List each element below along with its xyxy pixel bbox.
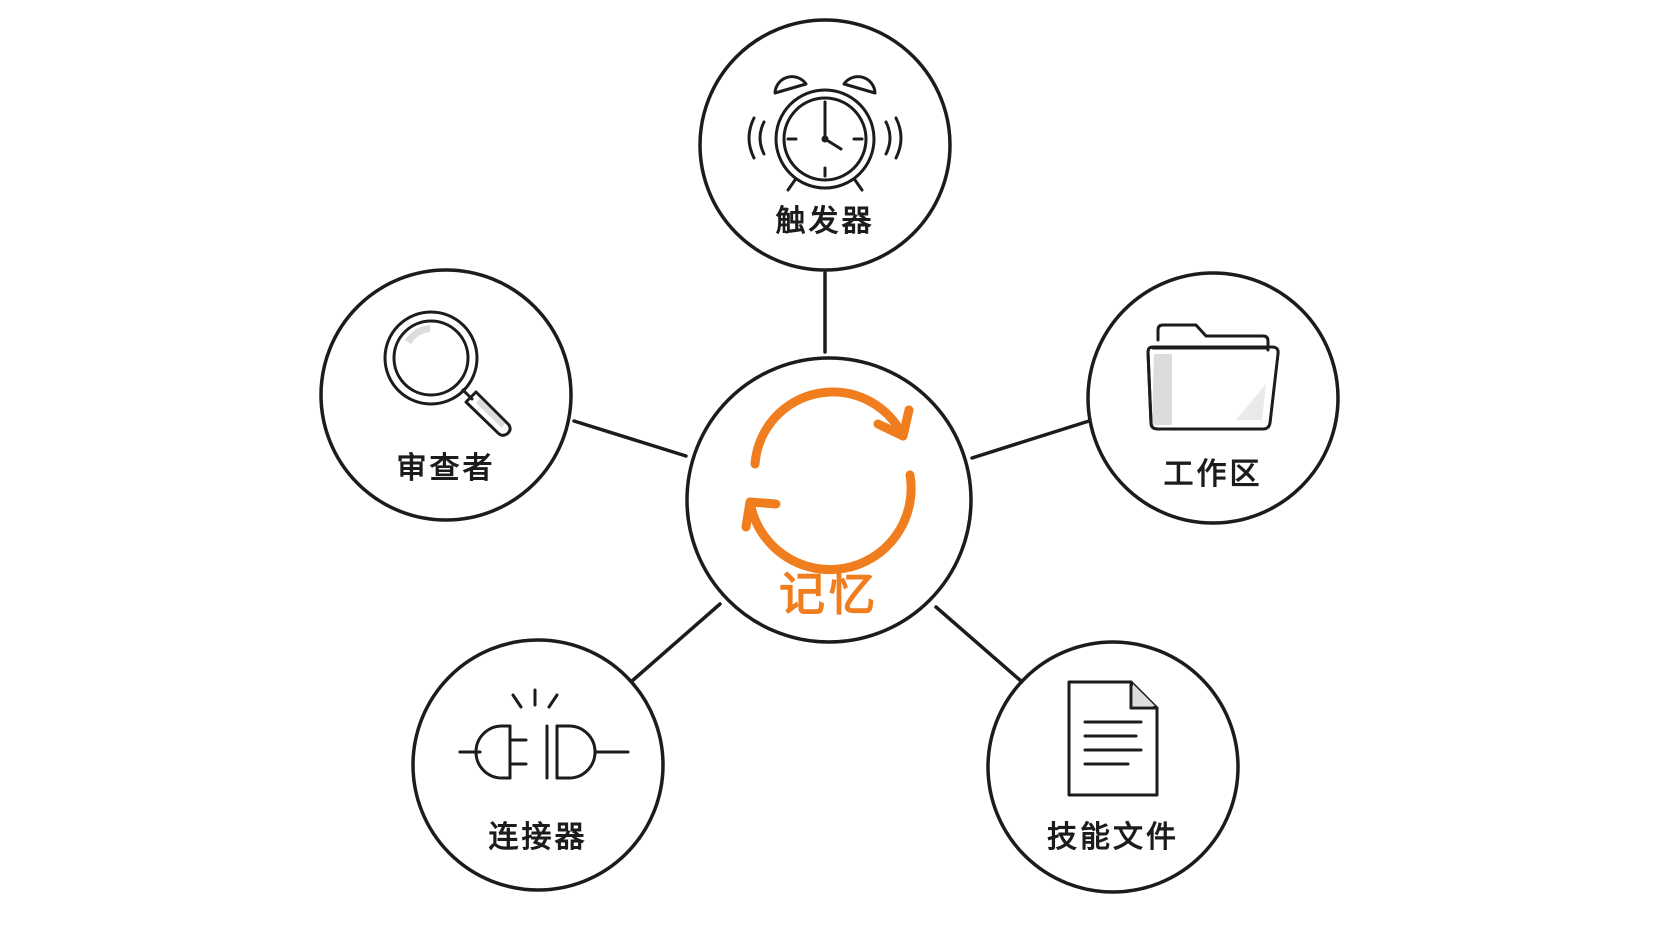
node-skill-files-ring <box>986 640 1240 894</box>
node-trigger-label: 触发器 <box>776 204 875 239</box>
connector-lines <box>572 271 1091 683</box>
node-trigger-ring <box>698 18 952 272</box>
magnifier-icon <box>383 310 512 437</box>
node-workspace[interactable]: 工作区 <box>1086 271 1340 525</box>
cycle-arrow-upper <box>750 387 908 469</box>
node-reviewer-label: 审查者 <box>397 451 496 486</box>
node-skill-files[interactable]: 技能文件 <box>986 640 1240 894</box>
connector-line-reviewer <box>572 419 688 458</box>
node-skill-files-label: 技能文件 <box>1047 820 1179 855</box>
node-reviewer[interactable]: 审查者 <box>319 268 573 522</box>
center-node-memory[interactable]: 记忆 <box>685 356 973 644</box>
node-connector-label: 连接器 <box>489 820 588 855</box>
node-connector-ring <box>411 638 665 892</box>
center-node-label: 记忆 <box>779 567 879 621</box>
connector-line-workspace <box>970 419 1091 460</box>
folder-icon <box>1146 323 1280 431</box>
connector-line-connector <box>630 602 722 683</box>
connector-line-skill-files <box>934 605 1023 683</box>
cycle-arrow-lower <box>745 470 916 575</box>
cycle-arrowhead-upper <box>873 405 914 441</box>
node-trigger[interactable]: 触发器 <box>698 18 952 272</box>
node-workspace-label: 工作区 <box>1164 457 1263 492</box>
alarm-clock-icon <box>747 75 903 192</box>
node-connector[interactable]: 连接器 <box>411 638 665 892</box>
node-workspace-ring <box>1086 271 1340 525</box>
cycle-arrows-icon <box>741 387 916 575</box>
document-icon <box>1067 680 1159 797</box>
node-reviewer-ring <box>319 268 573 522</box>
plug-icon <box>458 688 630 780</box>
cycle-arrowhead-lower <box>741 497 781 532</box>
